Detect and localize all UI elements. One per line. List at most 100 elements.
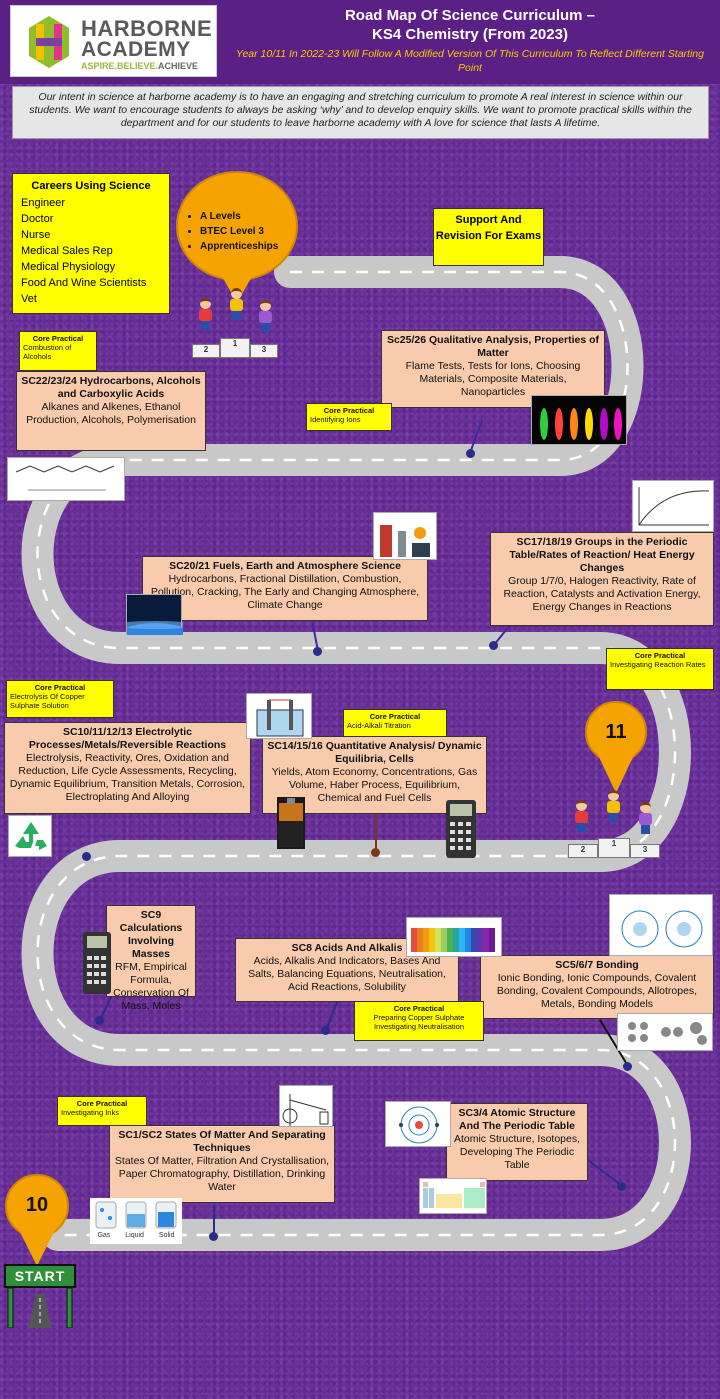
road-marker [209, 1232, 218, 1241]
unit-sc8: SC8 Acids And Alkalis Acids, Alkalis And… [235, 938, 459, 1002]
road-marker [371, 848, 380, 857]
unit-body: Flame Tests, Tests for Ions, Choosing Ma… [405, 360, 581, 398]
school-logo: HARBORNE ACADEMY ASPIRE.BELIEVE.ACHIEVE [10, 5, 217, 77]
recycling-icon [8, 815, 52, 857]
core-practical-text: Acid-Alkali Titration [347, 721, 411, 730]
support-revision-box: Support And Revision For Exams [433, 208, 544, 266]
core-practical-heading: Core Practical [323, 406, 375, 415]
tag-achieve: ACHIEVE [158, 61, 199, 71]
unit-sc20-21: SC20/21 Fuels, Earth and Atmosphere Scie… [142, 556, 428, 621]
page-title: Road Map Of Science Curriculum – KS4 Che… [220, 6, 720, 44]
year-11-label: 11 [605, 721, 627, 743]
core-practical-text: Identifying Ions [310, 415, 361, 424]
core-practical-combustion: Core Practical Combustion of Alcohols [19, 331, 97, 371]
ph-scale-image [406, 917, 502, 957]
calculator-image [446, 800, 476, 858]
unit-body: States Of Matter, Filtration And Crystal… [114, 1155, 330, 1193]
pathways-list: A Levels BTEC Level 3 Apprenticeships [186, 209, 278, 254]
earth-atmosphere-image [115, 594, 195, 655]
core-practical-text: Preparing Copper Sulphate [373, 1013, 465, 1022]
career-item: Nurse [21, 229, 51, 241]
periodic-table-image [419, 1178, 487, 1214]
road-marker [313, 647, 322, 656]
core-practical-heading: Core Practical [634, 651, 686, 660]
unit-body: Yields, Atom Economy, Concentrations, Ga… [271, 766, 478, 804]
battery-image [277, 797, 305, 849]
unit-body: Acids, Alkalis And Indicators, Bases And… [248, 955, 446, 993]
header: HARBORNE ACADEMY ASPIRE.BELIEVE.ACHIEVE … [0, 0, 720, 84]
unit-body: Alkanes and Alkenes, Ethanol Production,… [26, 401, 196, 426]
unit-body: Ionic Bonding, Ionic Compounds, Covalent… [496, 972, 698, 1010]
electrolysis-apparatus-image [246, 693, 312, 739]
core-practical-inks: Core Practical Investigating Inks [57, 1096, 147, 1126]
start-gate-icon [7, 1288, 73, 1328]
unit-sc22-24: SC22/23/24 Hydrocarbons, Alcohols and Ca… [16, 371, 206, 451]
careers-box: Careers Using Science Engineer Doctor Nu… [12, 173, 170, 314]
unit-sc17-19: SC17/18/19 Groups in the Periodic Table/… [490, 532, 714, 626]
calculator-image [83, 932, 111, 994]
core-practical-heading: Core Practical [369, 712, 421, 721]
unit-title: SC3/4 Atomic Structure And The Periodic … [458, 1107, 576, 1132]
year-10-label: 10 [25, 1194, 49, 1216]
road-marker [617, 1182, 626, 1191]
road-marker [489, 641, 498, 650]
core-practical-heading: Core Practical [76, 1099, 128, 1108]
careers-heading: Careers Using Science [31, 180, 151, 192]
core-practical-electrolysis: Core Practical Electrolysis Of Copper Su… [6, 680, 114, 718]
unit-title: SC10/11/12/13 Electrolytic Processes/Met… [28, 726, 227, 751]
crude-oil-image [373, 512, 437, 560]
podium-second: 2 [568, 844, 598, 858]
pathways-pin [176, 171, 298, 311]
podium-third: 3 [630, 844, 660, 858]
podium-winners-top: 2 1 3 [192, 286, 280, 358]
unit-title: SC8 Acids And Alkalis [291, 942, 403, 954]
pathway-item: BTEC Level 3 [200, 224, 278, 239]
unit-body: Group 1/7/0, Halogen Reactivity, Rate of… [503, 575, 701, 613]
intent-statement: Our intent in science at harborne academ… [12, 86, 709, 139]
page-subtitle: Year 10/11 In 2022-23 Will Follow A Modi… [236, 48, 704, 74]
academy-h-icon [29, 16, 69, 68]
core-practical-text: Investigating Neutralisation [373, 1022, 465, 1031]
core-practical-rates: Core Practical Investigating Reaction Ra… [606, 648, 714, 690]
core-practical-heading: Core Practical [34, 683, 86, 692]
core-practical-text: Investigating Inks [61, 1108, 119, 1117]
pathway-item: A Levels [200, 209, 278, 224]
reaction-rate-graph-image [632, 480, 714, 532]
core-practical-neutralisation: Core Practical Preparing Copper Sulphate… [354, 1001, 484, 1041]
start-sign: START [4, 1264, 76, 1288]
state-label-liquid: Liquid [125, 1232, 144, 1239]
year-11-pin: 11 [585, 701, 649, 797]
distillation-apparatus-image [279, 1085, 333, 1127]
core-practical-text: Electrolysis Of Copper Sulphate Solution [10, 692, 85, 710]
core-practical-ions: Core Practical Identifying Ions [306, 403, 392, 431]
unit-title: SC20/21 Fuels, Earth and Atmosphere Scie… [169, 560, 401, 572]
road-marker [82, 852, 91, 861]
title-line2: KS4 Chemistry (From 2023) [372, 26, 568, 43]
unit-sc3-4: SC3/4 Atomic Structure And The Periodic … [446, 1103, 588, 1181]
unit-sc10-13: SC10/11/12/13 Electrolytic Processes/Met… [4, 722, 251, 814]
states-of-matter-image: Gas Liquid Solid [90, 1198, 182, 1244]
unit-sc1-2: SC1/SC2 States Of Matter And Separating … [109, 1125, 335, 1203]
unit-body: Electrolysis, Reactivity, Ores, Oxidatio… [9, 752, 246, 803]
metallic-lattice-image [617, 1013, 713, 1051]
state-label-solid: Solid [158, 1232, 175, 1239]
unit-title: Sc25/26 Qualitative Analysis, Properties… [386, 334, 600, 359]
logo-name-line1: HARBORNE [81, 16, 213, 41]
title-line1: Road Map Of Science Curriculum – [344, 7, 596, 24]
road-marker [321, 1026, 330, 1035]
state-label-gas: Gas [97, 1232, 111, 1239]
unit-body: Hydrocarbons, Fractional Distillation, C… [150, 573, 420, 611]
logo-tagline: ASPIRE.BELIEVE.ACHIEVE [81, 61, 198, 71]
core-practical-text: Investigating Reaction Rates [610, 660, 706, 669]
career-item: Doctor [21, 213, 54, 225]
road-marker [466, 449, 475, 458]
podium-first: 1 [598, 838, 630, 858]
core-practical-text: Combustion of Alcohols [23, 343, 72, 361]
road-marker [95, 1016, 104, 1025]
bonding-diagram-image [609, 894, 713, 956]
road-marker [623, 1062, 632, 1071]
flame-tests-image [531, 395, 627, 445]
atom-diagram-image [385, 1101, 451, 1147]
pathway-item: Apprenticeships [200, 239, 278, 254]
unit-title: SC5/6/7 Bonding [555, 959, 639, 971]
